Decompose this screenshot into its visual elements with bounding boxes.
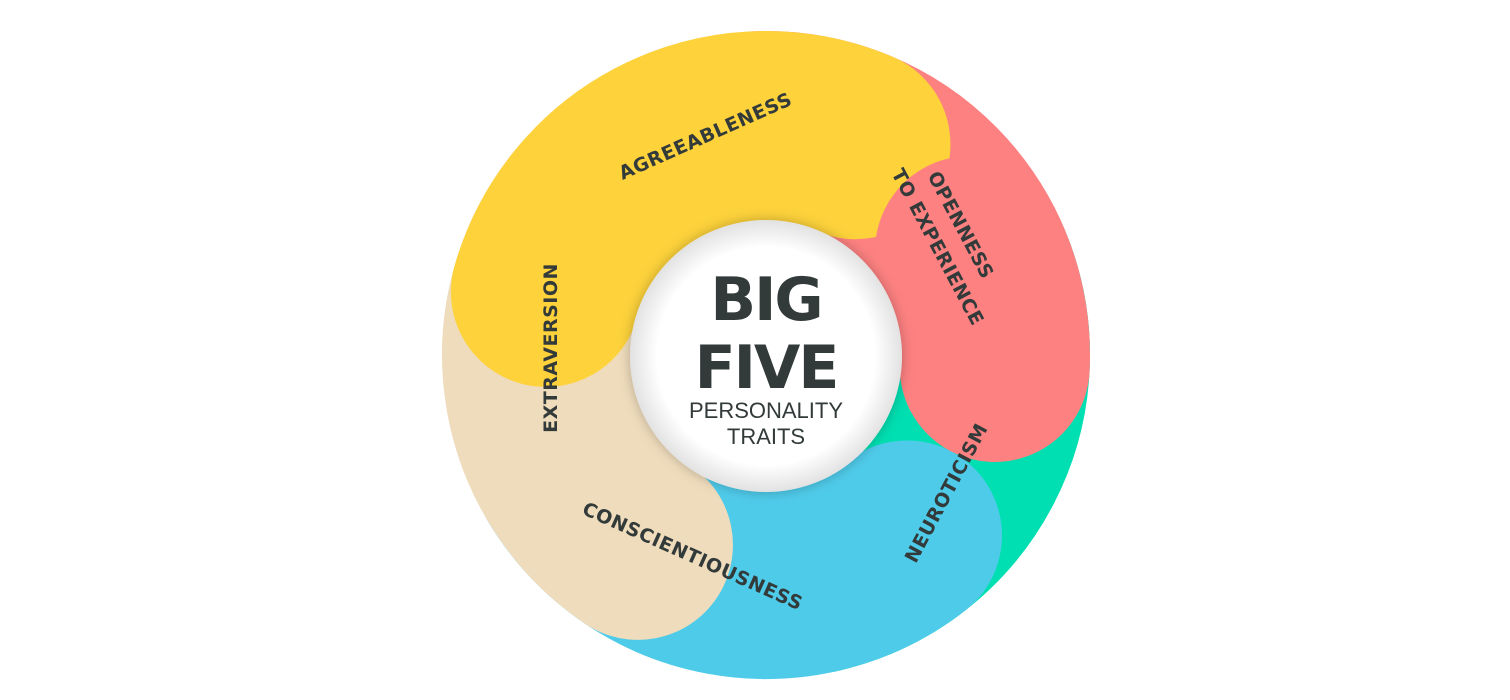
petal-openness-head <box>875 156 1090 462</box>
subtitle-traits: TRAITS <box>727 424 805 449</box>
subtitle-personality: PERSONALITY <box>689 398 843 423</box>
label-extraversion: EXTRAVERSION <box>540 263 562 433</box>
center-circle <box>630 220 902 492</box>
title-five: FIVE <box>695 333 838 403</box>
trait-ring <box>442 31 1090 679</box>
title-big: BIG <box>710 265 821 335</box>
petal-agreeableness <box>450 31 951 387</box>
